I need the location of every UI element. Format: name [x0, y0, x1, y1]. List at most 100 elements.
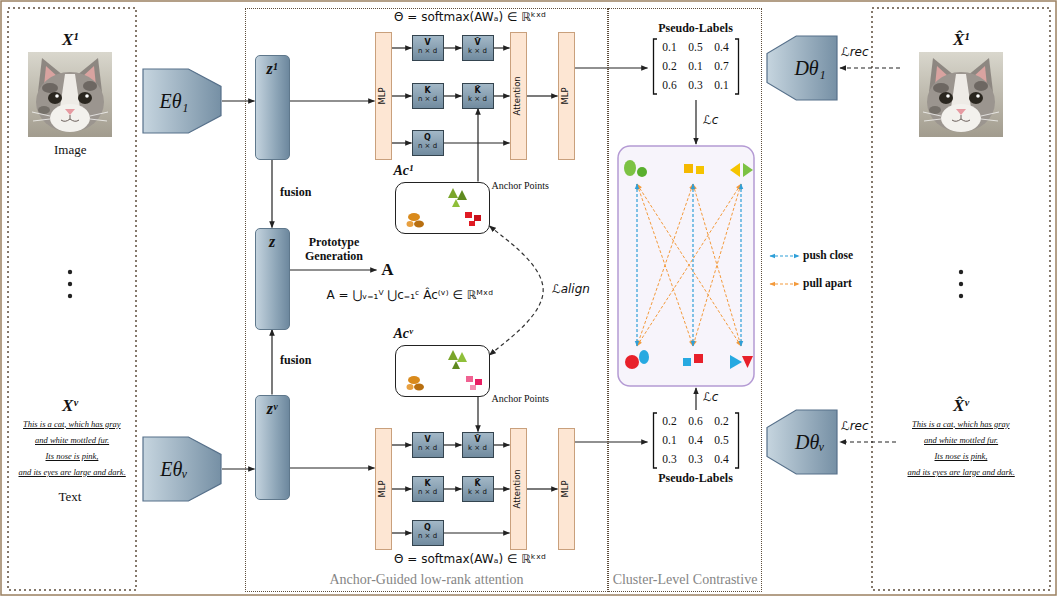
matrix-grid: 0.10.50.40.20.10.70.60.30.1 [652, 38, 740, 95]
matrix-heading: Pseudo-Labels [658, 22, 733, 36]
matrix-box: V̂k × d [462, 35, 494, 61]
encoder-block: Eθᵥ [142, 436, 222, 502]
arrow-connector [222, 468, 255, 469]
matrix-bracket [653, 39, 738, 94]
embedding-space-box [618, 146, 754, 386]
arrow-connector [271, 330, 272, 395]
matrix-label: n × d [418, 143, 437, 151]
matrix-label: V̂ [474, 436, 480, 445]
legend-sample [770, 256, 799, 284]
matrix-label: n × d [418, 48, 437, 56]
layer-label: MLP [378, 87, 388, 104]
feature-label: z [269, 233, 275, 251]
arrow-connector [444, 444, 462, 445]
arrow-connector [575, 67, 648, 68]
loss-label: ℒc [703, 114, 718, 128]
panel-title: Anchor-Guided low-rank attention [329, 572, 523, 588]
anchor-matrix-symbol: A [377, 258, 399, 282]
matrix-box: Qn × d [412, 520, 444, 546]
matrix-cell: 0.1 [657, 38, 683, 57]
edge-label: Prototype Generation [295, 236, 373, 264]
arrow-connector [494, 488, 510, 489]
decoder-label: Dθ₁ [794, 57, 825, 80]
latent-feature-bar: z [255, 228, 290, 330]
handwritten-line: Its nose is pink, [935, 452, 988, 462]
arrow-connector [527, 95, 558, 96]
matrix-cell: 0.4 [709, 450, 735, 469]
arrow-connector [494, 47, 510, 48]
matrix-cell: 0.1 [709, 76, 735, 95]
matrix-label: n × d [418, 445, 437, 453]
block-shape [767, 410, 837, 474]
pseudo-label-matrix: Pseudo-Labels 0.20.60.20.10.40.50.30.30.4 [648, 412, 744, 486]
anchor-label: Anchor Points [492, 393, 550, 405]
arrow-connector [490, 226, 544, 355]
matrix-box: V̂k × d [462, 432, 494, 458]
matrix-box: Kn × d [412, 83, 444, 109]
union-formula: A = ⋃ᵥ₌₁ⱽ ⋃c₌₁ᶜ Âc⁽ᵛ⁾ ∈ ℝᴹˣᵈ [327, 289, 494, 303]
matrix-symbol: A [381, 260, 393, 280]
matrix-label: K [424, 87, 430, 96]
matrix-cell: 0.5 [683, 38, 709, 57]
arrow-connector [575, 441, 648, 442]
matrix-box: Kn × d [412, 476, 444, 502]
arrow-connector [392, 47, 412, 48]
latent-feature-bar: z¹ [255, 55, 290, 160]
matrix-grid: 0.20.60.20.10.40.50.30.30.4 [652, 412, 740, 469]
edge-label: ℒalign [552, 283, 590, 297]
feature-label: z¹ [266, 60, 277, 78]
attention-layer: Attention [510, 428, 527, 550]
matrix-box: Qn × d [412, 130, 444, 156]
anchor-label: Ac¹ [394, 163, 414, 179]
handwritten-line: and its eyes are large and dark. [908, 468, 1015, 478]
encoder-label: Eθ₁ [160, 90, 189, 113]
loss-label: ℒrec [841, 46, 869, 60]
cluster-samples [624, 160, 753, 369]
handwritten-line: and white mottled fur. [35, 436, 109, 446]
output-panel [872, 8, 1050, 590]
block-shape [767, 36, 837, 100]
arrow-connector [392, 488, 412, 489]
anchor-label: Anchor Points [492, 180, 550, 192]
feature-label: zᵛ [267, 400, 277, 418]
block-shape [143, 69, 221, 133]
arrow-connector [444, 95, 462, 96]
mlp-layer: MLP [375, 32, 392, 160]
matrix-cell: 0.7 [709, 57, 735, 76]
pseudo-label-matrix: Pseudo-Labels 0.10.50.40.20.10.70.60.30.1 [648, 22, 744, 96]
softmax-formula: Θ = softmax(AWₐ) ∈ ℝᵏˣᵈ [394, 11, 546, 25]
legend-text: pull apart [803, 277, 852, 290]
matrix-label: k × d [468, 96, 487, 104]
layer-label: MLP [378, 480, 388, 497]
arrow-connector [444, 488, 462, 489]
matrix-cell: 0.1 [683, 57, 709, 76]
arrow-connector [494, 95, 510, 96]
matrix-label: k × d [468, 48, 487, 56]
decoder-block: Dθᵥ [766, 409, 838, 475]
mlp-layer: MLP [558, 428, 575, 550]
edge-label: fusion [280, 354, 311, 368]
matrix-label: V [424, 436, 430, 445]
decoder-label: Dθᵥ [795, 431, 825, 454]
modality-caption: Text [59, 490, 82, 505]
matrix-box: K̂k × d [462, 476, 494, 502]
matrix-box: K̂k × d [462, 83, 494, 109]
legend-text: push close [803, 249, 853, 262]
input-panel [8, 8, 136, 590]
cat-photo [919, 52, 1003, 137]
arrow-connector [222, 100, 255, 101]
handwritten-line: This is a cat, which has gray [912, 420, 1010, 430]
loss-label: ℒrec [841, 420, 869, 434]
output-symbol: X̂ᵛ [953, 396, 969, 416]
handwritten-line: and white mottled fur. [924, 436, 998, 446]
arrow-connector [392, 532, 412, 533]
dashed-panel: Pseudo-Labels 0.10.50.40.20.10.70.60.30.1… [608, 8, 762, 592]
arrow-connector [494, 444, 510, 445]
matrix-cell: 0.6 [683, 412, 709, 431]
panel-title: Cluster-Level Contrastive [613, 572, 758, 588]
arrow-connector [527, 488, 558, 489]
matrix-cell: 0.3 [683, 76, 709, 95]
matrix-heading: Pseudo-Labels [658, 472, 733, 486]
matrix-label: V [424, 39, 430, 48]
